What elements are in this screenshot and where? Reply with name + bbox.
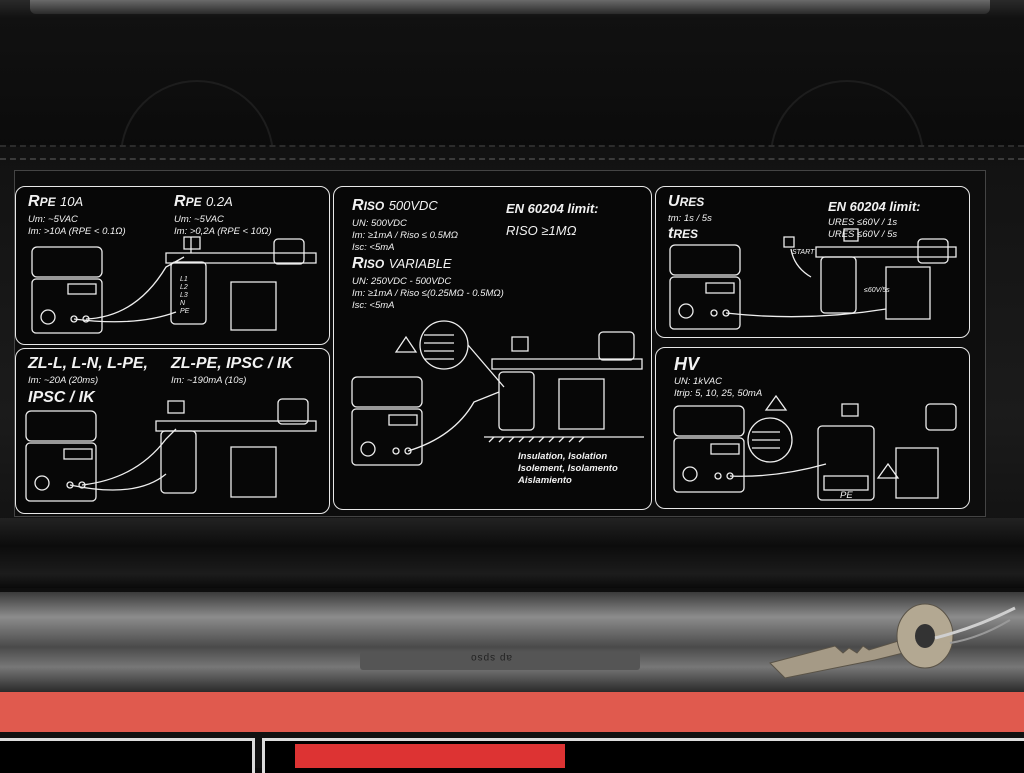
ures-diagram (656, 187, 969, 337)
hv-pe-label: PE (840, 490, 853, 501)
panel-riso: RISO 500VDC UN: 500VDC Im: ≥1mA / Riso ≤… (333, 186, 652, 510)
rpe-diagram: L1 L2 L3 N PE (16, 187, 329, 344)
warning-icon (396, 337, 416, 352)
red-band (0, 692, 1024, 732)
panel-rpe: RPE 10A Um: ~5VAC Im: >10A (RPE < 0.1Ω) … (15, 186, 330, 345)
ures-limit-2: URES ≤60V / 5s (828, 229, 898, 240)
riso-diagram (334, 187, 651, 509)
riso-limit-title: EN 60204 limit: (506, 201, 599, 216)
ures-title: URES (668, 193, 705, 210)
rpe-10a-line1: Um: ~5VAC (28, 214, 78, 225)
riso-500-line2: Im: ≥1mA / Riso ≤ 0.5MΩ (352, 230, 458, 241)
zl-diagram (16, 349, 329, 513)
tray-strip (360, 652, 640, 670)
zl-title-a2: IPSC / IK (28, 389, 95, 406)
riso-insulation-3: Aislamiento (518, 475, 572, 486)
pouch-fold (0, 518, 1024, 588)
rpe-10a-line2: Im: >10A (RPE < 0.1Ω) (28, 226, 126, 237)
rpe-term-l3: L3 (180, 292, 188, 299)
hv-warning-icon (766, 396, 786, 410)
case-lid-rim (30, 0, 990, 14)
riso-var-line1: UN: 250VDC - 500VDC (352, 276, 452, 287)
ures-line1: tm: 1s / 5s (668, 213, 712, 224)
tres-title: tRES (668, 225, 699, 242)
zl-title-b: ZL-PE, IPSC / IK (171, 355, 293, 372)
riso-var-line2: Im: ≥1mA / Riso ≤(0.25MΩ - 0.5MΩ) (352, 288, 504, 299)
rpe-term-n: N (180, 300, 186, 307)
rpe-02a-line2: Im: >0,2A (RPE < 10Ω) (174, 226, 272, 237)
brand-logo (295, 744, 565, 768)
riso-500-line1: UN: 500VDC (352, 218, 407, 229)
panel-ures: URES tm: 1s / 5s tRES EN 60204 limit: UR… (655, 186, 970, 338)
left-label-box (0, 738, 255, 773)
ures-readout: ≤60V/5s (864, 287, 890, 294)
riso-insulation-2: Isolement, Isolamento (518, 463, 618, 474)
hv-line1: UN: 1kVAC (674, 376, 723, 387)
riso-var-line3: Isc: <5mA (352, 300, 395, 311)
ures-limit-1: URES ≤60V / 1s (828, 217, 898, 228)
hv-line2: Itrip: 5, 10, 25, 50mA (674, 388, 763, 399)
zl-line-a1: Im: ~20A (20ms) (28, 375, 99, 386)
riso-limit-value: RISO ≥1MΩ (506, 223, 577, 238)
riso-500-title: RISO 500VDC (352, 197, 438, 214)
zl-line-b1: Im: ~190mA (10s) (171, 375, 247, 386)
metal-tray (0, 592, 1024, 692)
hv-diagram (656, 348, 969, 508)
pouch-stitch-top (0, 158, 1024, 160)
tray-embossed-text: ap spso (470, 652, 513, 663)
zl-title-a: ZL-L, L-N, L-PE, (28, 355, 148, 372)
key-icon (765, 598, 1024, 688)
start-button-icon (784, 237, 794, 247)
riso-500-line3: Isc: <5mA (352, 242, 395, 253)
rpe-term-pe: PE (180, 308, 190, 315)
instruction-sticker: RPE 10A Um: ~5VAC Im: >10A (RPE < 0.1Ω) … (14, 170, 986, 517)
rpe-02a-line1: Um: ~5VAC (174, 214, 224, 225)
rpe-term-l1: L1 (180, 276, 188, 283)
hv-title: HV (674, 354, 700, 374)
panel-zl: ZL-L, L-N, L-PE, Im: ~20A (20ms) IPSC / … (15, 348, 330, 514)
riso-insulation-1: Insulation, Isolation (518, 451, 608, 462)
riso-variable-title: RISO VARIABLE (352, 255, 452, 272)
rpe-term-l2: L2 (180, 284, 188, 291)
ures-limit-title: EN 60204 limit: (828, 199, 921, 214)
rpe-02a-title: RPE 0.2A (174, 193, 233, 210)
rpe-10a-title: RPE 10A (28, 193, 84, 210)
panel-hv: HV UN: 1kVAC Itrip: 5, 10, 25, 50mA PE (655, 347, 970, 509)
ures-start-label: START (792, 249, 815, 256)
